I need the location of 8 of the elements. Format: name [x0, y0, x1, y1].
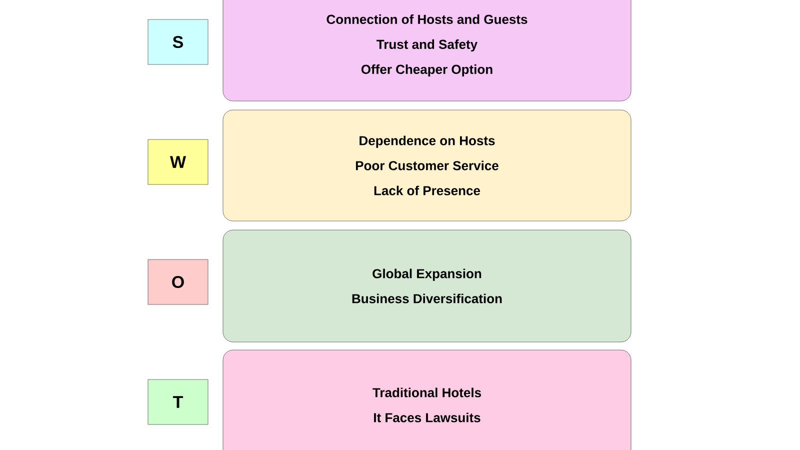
text-panel: Traditional Hotels It Faces Lawsuits: [222, 350, 632, 450]
text-panel: Connection of Hosts and Guests Trust and Safety Offer Cheaper Option: [222, 0, 632, 102]
letter-box: W: [148, 139, 208, 185]
text-panel: Global Expansion Business Diversification: [222, 230, 632, 342]
text-panel: Dependence on Hosts Poor Customer Service Lack of Presence: [222, 110, 632, 222]
letter-box: O: [148, 259, 208, 305]
letter-box: T: [148, 379, 208, 425]
letter-box: S: [148, 19, 208, 65]
